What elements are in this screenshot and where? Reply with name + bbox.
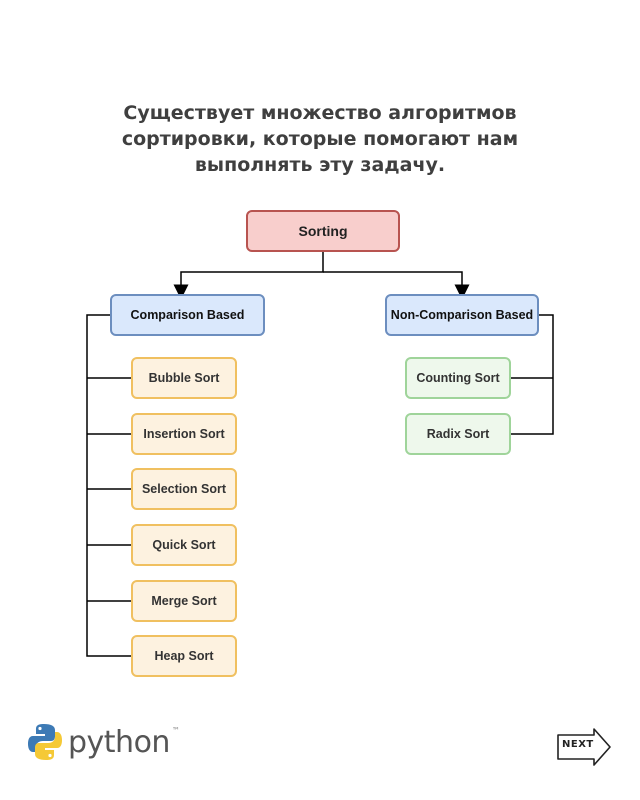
python-snake-icon <box>28 724 62 760</box>
heading-line-2: сортировки, которые помогают нам <box>121 128 519 150</box>
heading-line-3: выполнять эту задачу. <box>194 154 446 176</box>
root-connector <box>173 252 324 300</box>
comparison-based-node: Comparison Based <box>110 294 265 336</box>
next-button-label: NEXT <box>562 739 594 750</box>
root-connector-right <box>323 271 470 300</box>
noncomparison-trunk <box>511 314 554 435</box>
python-logo: python ™ <box>28 722 180 762</box>
heading-line-1: Существует множество алгоритмов <box>123 102 517 124</box>
next-button[interactable]: NEXT <box>556 727 612 771</box>
sort-node-insertion: Insertion Sort <box>131 413 237 455</box>
python-wordmark: python <box>68 724 170 760</box>
sort-node-selection: Selection Sort <box>131 468 237 510</box>
sort-node-merge: Merge Sort <box>131 580 237 622</box>
sort-node-radix: Radix Sort <box>405 413 511 455</box>
slide-heading: Существует множество алгоритмов сортиров… <box>60 100 580 178</box>
sort-node-bubble: Bubble Sort <box>131 357 237 399</box>
sort-node-quick: Quick Sort <box>131 524 237 566</box>
sort-node-heap: Heap Sort <box>131 635 237 677</box>
root-node: Sorting <box>246 210 400 252</box>
noncomparison-based-node: Non-Comparison Based <box>385 294 539 336</box>
sort-node-counting: Counting Sort <box>405 357 511 399</box>
comparison-trunk <box>86 314 131 657</box>
next-arrow-icon <box>557 728 611 766</box>
trademark-symbol: ™ <box>171 725 180 735</box>
